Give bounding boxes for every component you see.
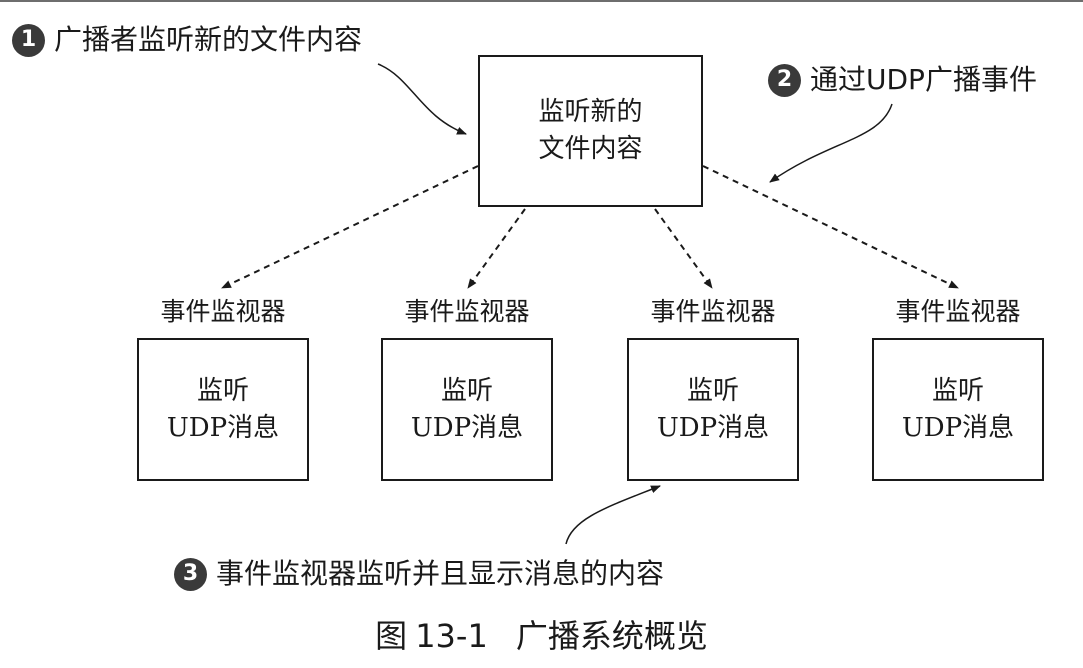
callout-3: 3 事件监视器监听并且显示消息的内容 <box>174 556 664 592</box>
dashed-arrow-to-listener-4 <box>702 165 959 289</box>
caption-prefix: 图 <box>375 617 408 655</box>
callout-1: 1 广播者监听新的文件内容 <box>12 22 362 58</box>
listener-2-label: 事件监视器 <box>404 297 530 326</box>
callout-2: 2 通过UDP广播事件 <box>768 62 1037 98</box>
callout-3-pointer <box>565 485 661 545</box>
callout-2-text: 通过UDP广播事件 <box>810 63 1037 96</box>
listener-3-line-1: 监听 <box>686 375 739 406</box>
listener-4-line-2: UDP消息 <box>901 412 1015 443</box>
caption-title: 广播系统概览 <box>515 617 708 655</box>
callout-3-text: 事件监视器监听并且显示消息的内容 <box>216 557 665 590</box>
listener-1-box: 监听 UDP消息 <box>137 338 309 481</box>
listener-1-label: 事件监视器 <box>160 297 286 326</box>
dashed-arrow-to-listener-1 <box>221 165 479 289</box>
listener-2-box: 监听 UDP消息 <box>381 338 553 481</box>
callout-2-pointer <box>769 103 893 183</box>
callout-2-number-badge: 2 <box>768 63 801 97</box>
listener-1-line-2: UDP消息 <box>166 412 280 443</box>
callout-1-number-badge: 1 <box>12 23 45 57</box>
broadcaster-line-2: 文件内容 <box>538 134 643 164</box>
listener-4-box: 监听 UDP消息 <box>872 338 1044 481</box>
broadcaster-box: 监听新的 文件内容 <box>478 55 703 207</box>
listener-4-label: 事件监视器 <box>895 297 1021 326</box>
broadcaster-line-1: 监听新的 <box>538 97 643 127</box>
dashed-arrow-to-listener-2 <box>467 208 526 289</box>
listener-1-line-1: 监听 <box>196 375 249 406</box>
listener-3-label: 事件监视器 <box>650 297 776 326</box>
dashed-arrow-to-listener-3 <box>654 208 713 289</box>
top-rule <box>0 0 1083 2</box>
caption-number: 13-1 <box>415 617 488 655</box>
listener-3-line-2: UDP消息 <box>656 412 770 443</box>
listener-2-line-2: UDP消息 <box>410 412 524 443</box>
listener-3-box: 监听 UDP消息 <box>627 338 799 481</box>
callout-1-pointer <box>377 63 467 135</box>
listener-4-line-1: 监听 <box>931 375 984 406</box>
callout-3-number-badge: 3 <box>174 557 207 591</box>
callout-1-text: 广播者监听新的文件内容 <box>54 23 363 56</box>
listener-2-line-1: 监听 <box>440 375 493 406</box>
